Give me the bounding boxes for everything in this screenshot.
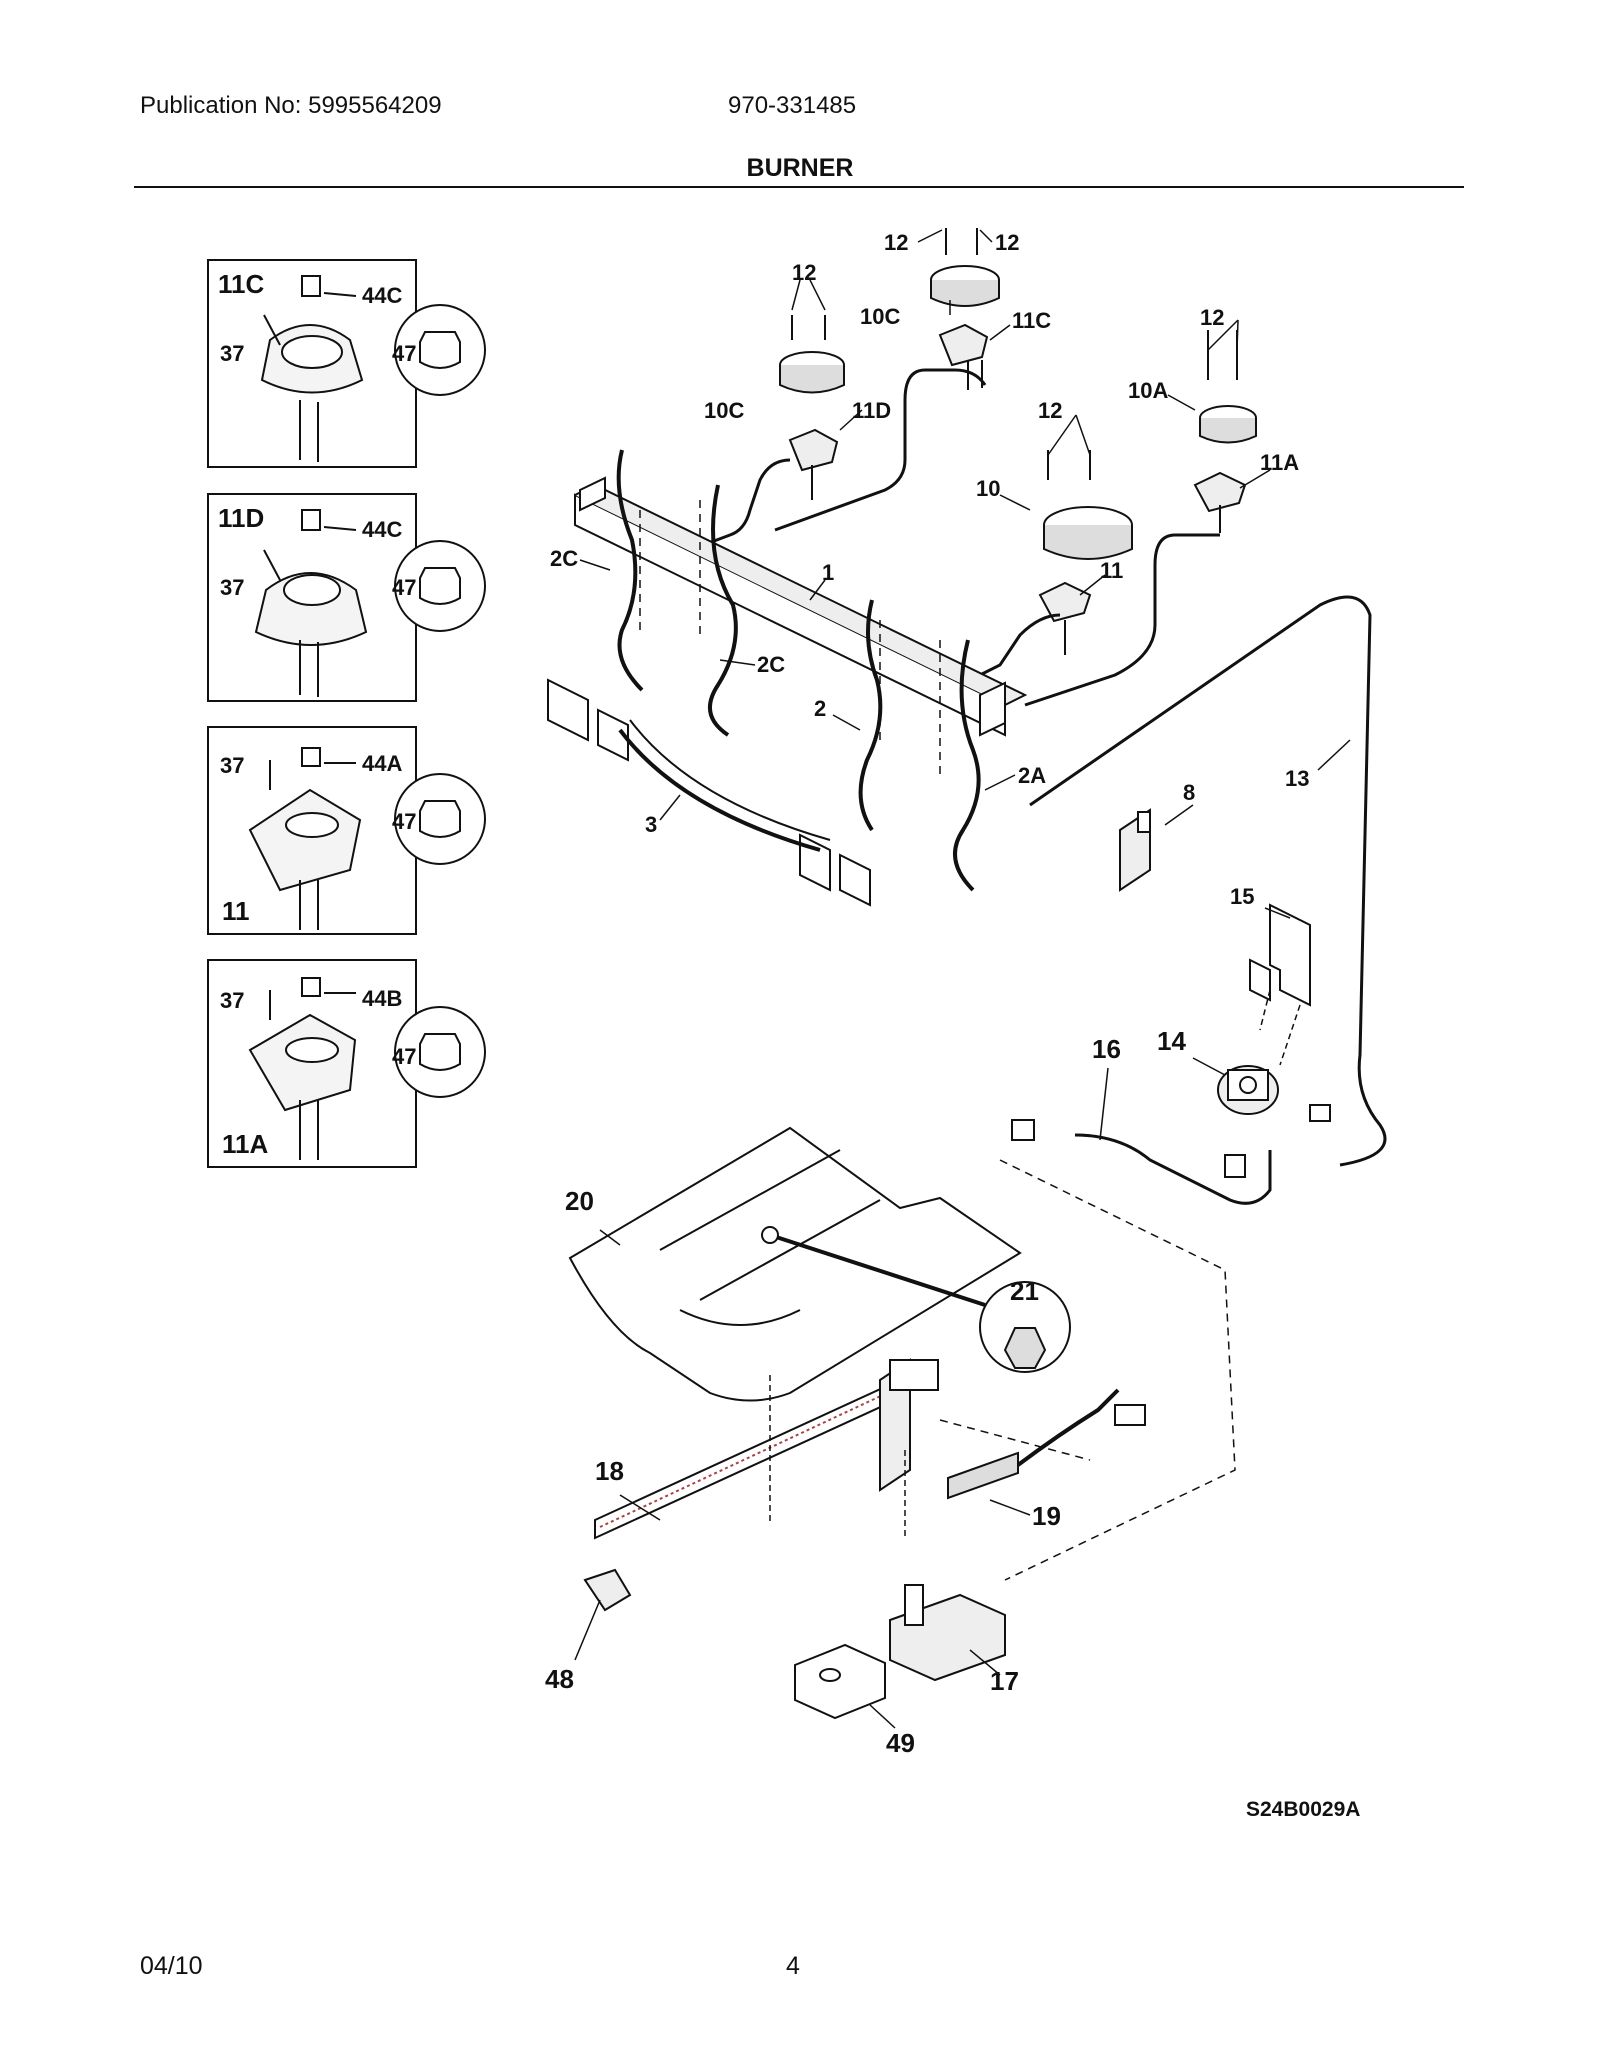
ignition-wires [616,449,981,892]
part-16-tube [1011,1119,1246,1178]
part-17-safety-valve [889,1584,1006,1682]
inset-11c [207,259,486,468]
inset-11-37-label: 37 [220,753,244,778]
callout-12-top-left: 12 [884,230,908,255]
gas-tubing [689,368,1387,1205]
callout-13: 13 [1285,766,1309,791]
inset-11a-44b-label: 44B [362,986,402,1011]
publication-number: Publication No: 5995564209 [140,92,442,119]
inset-11d-37-label: 37 [220,575,244,600]
inset-11a-47-label: 47 [392,1044,416,1069]
callout-2: 2 [814,696,826,721]
callout-10a: 10A [1128,378,1168,403]
part-14-regulator [1217,1065,1331,1122]
callout-10c-left: 10C [704,398,744,423]
callout-14: 14 [1157,1026,1186,1056]
inset-11-47-label: 47 [392,809,416,834]
model-number: 970-331485 [728,92,857,119]
harness-3 [547,678,871,907]
inset-11c-title: 11C [218,269,264,299]
callout-2a: 2A [1018,763,1046,788]
callout-12-top-right: 12 [995,230,1019,255]
callout-11d: 11D [852,398,891,423]
inset-11-44a-label: 44A [362,751,402,776]
inset-11c-37-label: 37 [220,341,244,366]
inset-11-title: 11 [222,896,250,926]
inset-11a-title: 11A [222,1129,268,1159]
inset-11 [207,726,486,935]
inset-11d-44c-label: 44C [362,517,402,542]
footer-date: 04/10 [140,1952,203,1980]
drawing-code: S24B0029A [1246,1798,1361,1821]
callout-1: 1 [822,560,834,585]
leader-lines [574,229,1351,1729]
part-8 [1119,808,1151,892]
callout-12-mid: 12 [1038,398,1062,423]
inset-11d-title: 11D [218,503,264,533]
inset-11a-37-label: 37 [220,988,244,1013]
part-49-bracket [794,1643,886,1720]
inset-11c-47-label: 47 [392,341,416,366]
callout-12-left: 12 [792,260,816,285]
callout-10: 10 [976,476,1000,501]
callout-2c-mid: 2C [757,652,785,677]
callout-20: 20 [565,1186,594,1216]
burner-heads [779,228,1257,655]
part-18-oven-burner [594,1358,939,1540]
callout-12-right: 12 [1200,305,1224,330]
callout-11c: 11C [1012,308,1051,333]
page-title: BURNER [746,154,854,182]
callout-8: 8 [1183,780,1195,805]
callout-15: 15 [1230,884,1254,909]
manifold-1 [574,476,1028,737]
header-rule [134,186,1464,188]
part-48-clip [583,1568,632,1612]
inset-11d [207,493,486,702]
inset-11a [207,959,486,1168]
part-20-baffle [568,1126,1022,1402]
assembly-lines [639,500,1236,1581]
callout-11: 11 [1100,558,1123,583]
callout-19: 19 [1032,1501,1061,1531]
callout-2c-left: 2C [550,546,578,571]
part-19-igniter [947,1388,1146,1500]
callout-10c-top: 10C [860,304,900,329]
callout-49: 49 [886,1728,915,1758]
inset-11c-44c-label: 44C [362,283,402,308]
callout-18: 18 [595,1456,624,1486]
callout-17: 17 [990,1666,1019,1696]
inset-11d-47-label: 47 [392,575,416,600]
callout-11a: 11A [1260,450,1299,475]
part-21-nut [761,1226,1071,1373]
callout-21: 21 [1010,1276,1039,1306]
page-number: 4 [786,1952,800,1980]
callout-48: 48 [545,1664,574,1694]
part-15-bracket [1249,903,1311,1066]
callout-3: 3 [645,812,657,837]
callout-16: 16 [1092,1034,1121,1064]
